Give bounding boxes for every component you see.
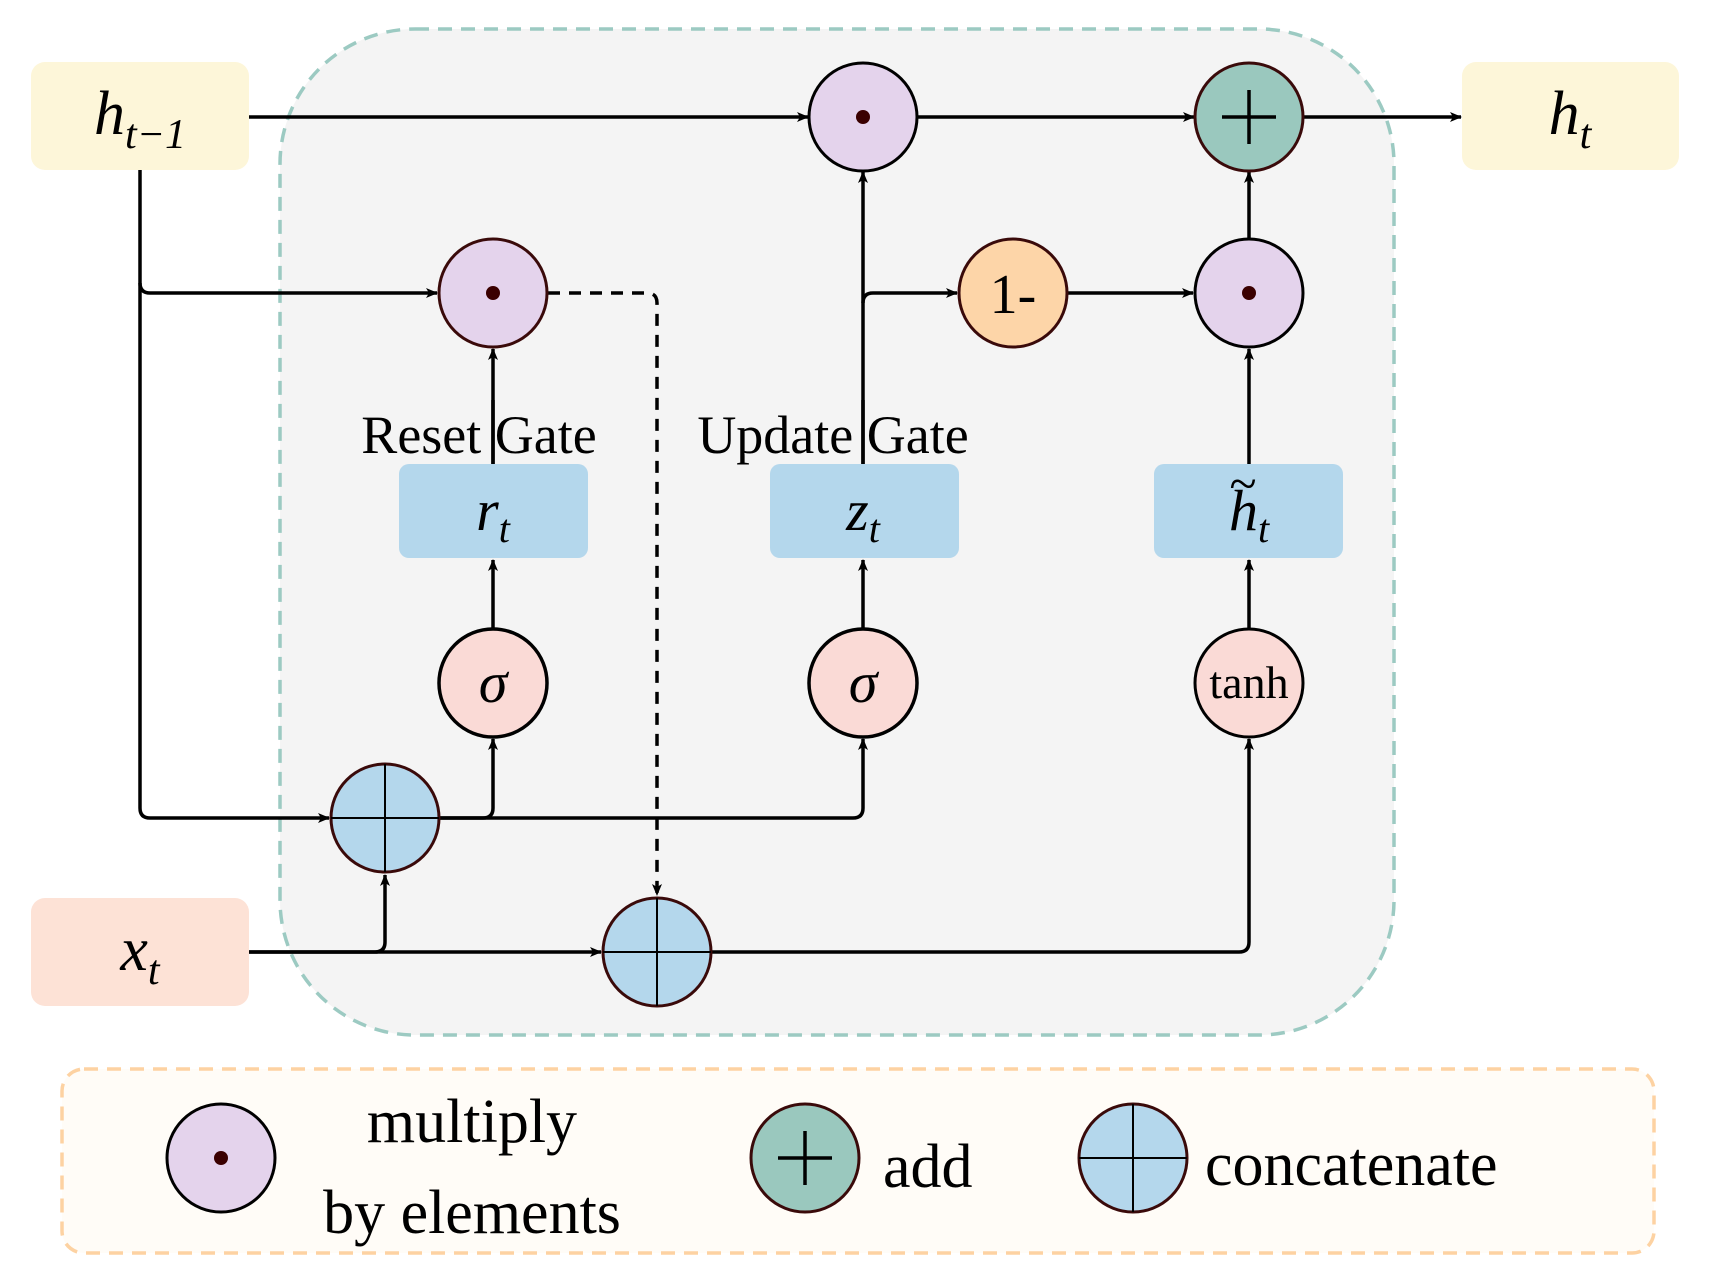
h-output-label: ht [1549,80,1593,158]
legend-concat-label: concatenate [1205,1131,1498,1199]
edge-hprev-vertical [138,170,330,823]
legend-multiply: multiply by elements [165,1088,621,1247]
legend-add: add [749,1102,973,1214]
top-multiply-node [807,61,919,173]
h-output-box: ht [1462,62,1679,170]
sigma-label: σ [479,650,510,715]
h-prev-input-box: ht−1 [31,62,249,170]
concat-cross-icon [331,764,439,872]
one-minus-node: 1- [957,237,1069,349]
legend-multiply-line1: multiply [367,1088,577,1156]
update-sigmoid-node: σ [807,627,919,739]
x-input-box: xt [31,898,249,1006]
update-gate-label: Update Gate [697,405,968,465]
edge-zt-to-one-minus [861,288,958,304]
dot-icon [486,286,500,300]
reset-sigmoid-node: σ [437,627,549,739]
concat-node-2 [601,896,713,1008]
candidate-label: ht [1229,478,1270,551]
x-label: xt [119,916,161,994]
one-minus-label: 1- [990,264,1037,326]
plus-icon [778,1131,832,1185]
concat-cross-icon [1079,1104,1187,1212]
update-gate-box: zt [770,464,959,558]
legend: multiply by elements add concatenate [60,1067,1656,1255]
candidate-box: ht ~ [1154,455,1343,558]
dot-icon [1242,286,1256,300]
legend-add-label: add [883,1133,973,1201]
edge-concat1-to-update-sigma [440,738,868,820]
right-multiply-node [1193,237,1305,349]
rt-label: rt [476,478,511,551]
dot-icon [214,1151,228,1165]
tilde-accent: ~ [1229,455,1256,511]
plus-icon [1222,90,1276,144]
concat-cross-icon [603,898,711,1006]
sigma-label: σ [849,650,880,715]
add-node [1193,61,1305,173]
legend-multiply-line2: by elements [323,1179,621,1247]
h-prev-label: ht−1 [94,80,186,158]
legend-concat: concatenate [1077,1102,1498,1214]
tanh-label: tanh [1209,657,1288,708]
edge-reset-multiply-to-concat2 [548,291,662,896]
edge-concat2-to-tanh [712,738,1254,954]
tanh-node: tanh [1193,627,1305,739]
dot-icon [856,110,870,124]
zt-label: zt [845,478,881,551]
operation-nodes: 1- σ σ tanh [329,61,1305,1008]
connections [138,112,1462,957]
reset-gate-label: Reset Gate [361,405,596,465]
reset-gate-box: rt [399,464,588,558]
concat-node-1 [329,762,441,874]
reset-multiply-node [437,237,549,349]
edge-hprev-to-reset-multiply [138,282,438,298]
